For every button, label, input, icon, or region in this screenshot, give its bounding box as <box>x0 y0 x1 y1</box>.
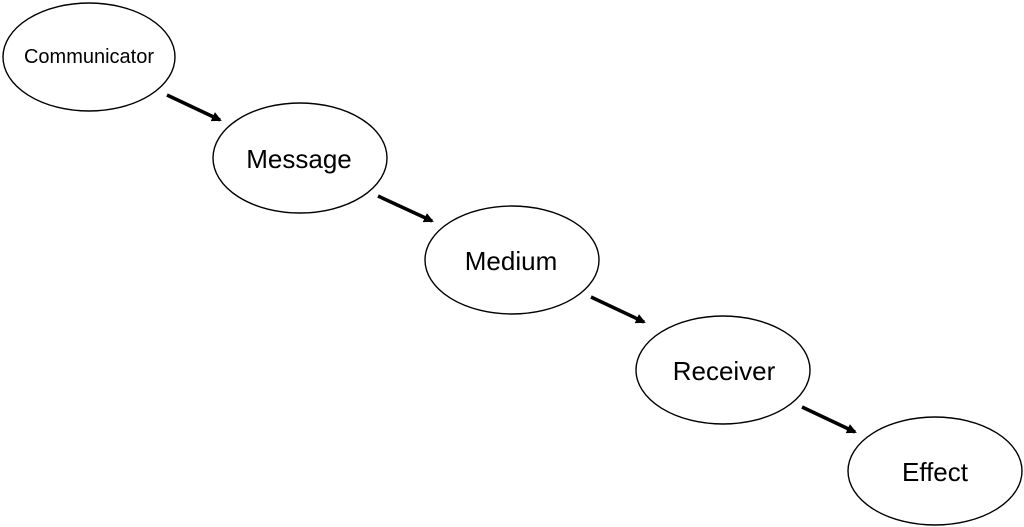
node-message-shape <box>212 102 388 214</box>
node-effect-label: Effect <box>902 457 969 487</box>
arrow-receiver-to-effect <box>801 405 857 434</box>
node-receiver-label: Receiver <box>673 356 776 386</box>
node-effect: Effect <box>847 416 1023 526</box>
node-communicator-shape <box>2 2 176 112</box>
node-communicator: Communicator <box>2 2 176 112</box>
arrow-communicator-to-message <box>166 93 222 122</box>
node-effect-shape <box>847 416 1023 526</box>
node-communicator-label: Communicator <box>24 46 154 68</box>
node-receiver: Receiver <box>635 315 811 425</box>
node-medium-label: Medium <box>465 246 557 276</box>
connectors <box>166 93 857 434</box>
node-medium: Medium <box>424 205 600 315</box>
node-medium-shape <box>424 205 600 315</box>
arrow-medium-to-receiver <box>590 295 646 324</box>
node-message: Message <box>212 102 388 214</box>
node-message-label: Message <box>246 144 352 174</box>
arrow-message-to-medium <box>377 194 434 223</box>
node-receiver-shape <box>635 315 811 425</box>
